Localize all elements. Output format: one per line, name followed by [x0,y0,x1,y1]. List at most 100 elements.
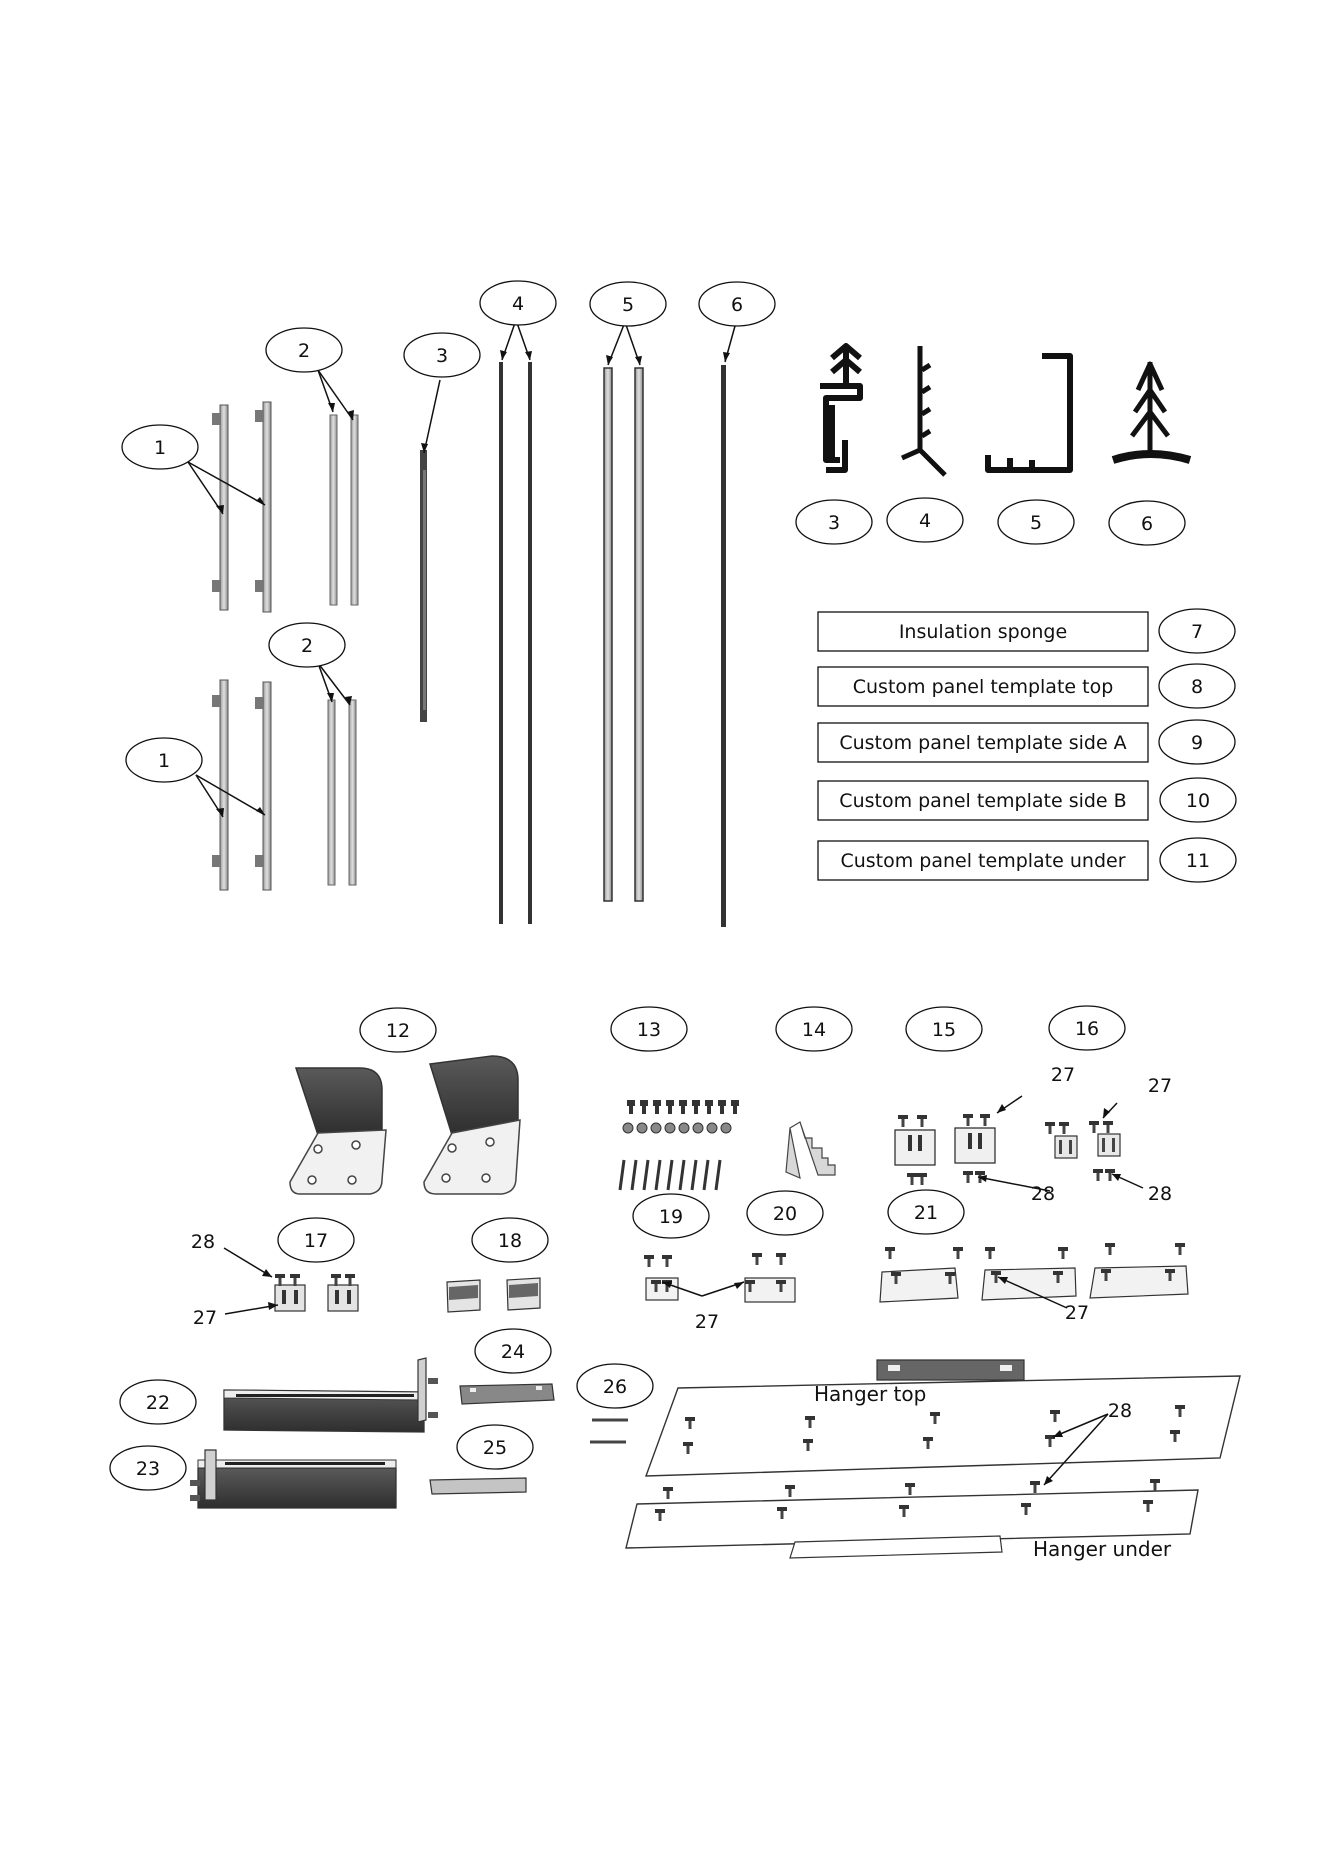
callout-24: 24 [475,1329,551,1373]
part-25-bar [430,1478,526,1494]
callout-23: 23 [110,1446,186,1490]
svg-text:1: 1 [158,750,170,772]
profile-4-section [902,346,945,475]
svg-text:10: 10 [1186,790,1210,812]
svg-text:26: 26 [603,1376,627,1398]
callout-4: 4 [480,281,556,325]
part-16-clips [1045,1121,1120,1181]
svg-text:19: 19 [659,1206,683,1228]
profile-label-5: 5 [998,500,1074,544]
svg-text:5: 5 [622,294,634,316]
svg-text:8: 8 [1191,676,1203,698]
template-row-11: Custom panel template under 11 [818,838,1236,882]
profile-6-section [1113,362,1190,460]
svg-text:5: 5 [1030,512,1042,534]
part-12-bracket-left [290,1052,386,1194]
part-17-clips [275,1274,358,1311]
part-5-profile-pair [604,368,643,901]
template-row-10: Custom panel template side B 10 [818,778,1236,822]
callout-21: 21 [888,1190,964,1234]
callout-17: 17 [278,1218,354,1262]
callout-16: 16 [1049,1006,1125,1050]
svg-text:13: 13 [637,1019,661,1041]
svg-text:22: 22 [146,1392,170,1414]
label-28-part17: 28 [191,1231,215,1253]
svg-text:15: 15 [932,1019,956,1041]
callout-3: 3 [404,333,480,377]
profile-3-section [820,346,860,470]
callout-25: 25 [457,1425,533,1469]
svg-text:4: 4 [919,510,931,532]
svg-text:12: 12 [386,1020,410,1042]
hanger-top-plate [646,1360,1240,1476]
part-15-brackets [895,1114,995,1185]
svg-text:24: 24 [501,1341,525,1363]
svg-text:4: 4 [512,293,524,315]
label-27-part15: 27 [1051,1064,1075,1086]
callout-18: 18 [472,1218,548,1262]
svg-text:Custom panel template side B: Custom panel template side B [839,790,1126,812]
part-4-profile-pair [499,362,532,924]
svg-text:9: 9 [1191,732,1203,754]
svg-text:7: 7 [1191,621,1203,643]
label-28-part16: 28 [1148,1183,1172,1205]
label-27-part16: 27 [1148,1075,1172,1097]
template-row-9: Custom panel template side A 9 [818,720,1235,764]
svg-text:1: 1 [154,437,166,459]
callout-1-lower: 1 [126,738,202,782]
callout-2-upper: 2 [266,328,342,372]
callout-26: 26 [577,1364,653,1408]
hanger-top-label: Hanger top [814,1382,926,1406]
svg-text:Insulation sponge: Insulation sponge [899,621,1067,643]
part-19-plate [644,1255,678,1300]
callout-15: 15 [906,1007,982,1051]
svg-text:6: 6 [1141,513,1153,535]
svg-text:Custom panel template top: Custom panel template top [853,676,1114,698]
part-14-comb [786,1122,835,1178]
svg-text:21: 21 [914,1202,938,1224]
callout-20: 20 [747,1191,823,1235]
template-row-8: Custom panel template top 8 [818,664,1235,708]
part-12-bracket-right [424,1056,520,1194]
part-22-channel [224,1358,438,1432]
part-1-rail-lower [212,680,271,890]
callout-14: 14 [776,1007,852,1051]
callout-19: 19 [633,1194,709,1238]
part-13-hardware [620,1100,739,1190]
label-27-part21: 27 [1065,1302,1089,1324]
svg-text:23: 23 [136,1458,160,1480]
part-20-plate [745,1253,795,1302]
svg-text:Custom panel template under: Custom panel template under [840,850,1125,872]
svg-text:14: 14 [802,1019,826,1041]
label-28-hanger: 28 [1108,1400,1132,1422]
callout-2-lower: 2 [269,623,345,667]
hanger-under-label: Hanger under [1033,1537,1172,1561]
callout-13: 13 [611,1007,687,1051]
callout-6: 6 [699,282,775,326]
svg-text:3: 3 [828,512,840,534]
svg-text:18: 18 [498,1230,522,1252]
template-row-7: Insulation sponge 7 [818,609,1235,653]
svg-text:20: 20 [773,1203,797,1225]
svg-text:16: 16 [1075,1018,1099,1040]
svg-text:25: 25 [483,1437,507,1459]
label-28-part15: 28 [1031,1183,1055,1205]
part-24-bar [460,1384,554,1404]
profile-label-4: 4 [887,498,963,542]
svg-text:11: 11 [1186,850,1210,872]
callout-5: 5 [590,282,666,326]
svg-text:2: 2 [298,340,310,362]
svg-text:Custom panel template side A: Custom panel template side A [839,732,1126,754]
part-2-strip-upper [330,415,358,605]
svg-text:3: 3 [436,345,448,367]
svg-text:6: 6 [731,294,743,316]
svg-text:17: 17 [304,1230,328,1252]
part-26-pins [590,1420,628,1442]
profile-label-6: 6 [1109,501,1185,545]
profile-5-section [988,356,1070,470]
callout-1-upper: 1 [122,425,198,469]
callout-22: 22 [120,1380,196,1424]
label-27-part19-20: 27 [695,1311,719,1333]
svg-text:2: 2 [301,635,313,657]
